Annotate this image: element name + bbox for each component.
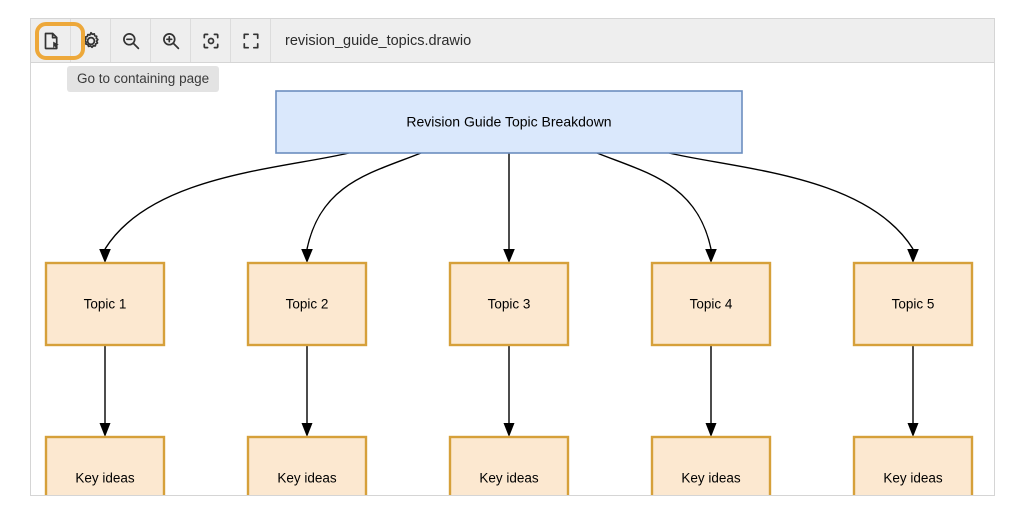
edge-topic-3-to-key-ideas [503,345,515,437]
node-topic-4-label: Topic 4 [690,297,733,312]
diagram-viewer-window: revision_guide_topics.drawio Go to conta… [30,18,995,496]
settings-button[interactable] [71,19,111,62]
node-key-ideas-3-label: Key ideas [479,471,539,486]
node-key-ideas-1-label: Key ideas [75,471,135,486]
node-topic-5-label: Topic 5 [892,297,935,312]
edge-root-to-topic-5 [668,152,919,263]
viewer-toolbar: revision_guide_topics.drawio [31,19,994,63]
zoom-in-button[interactable] [151,19,191,62]
edge-topic-4-to-key-ideas [705,345,717,437]
edge-topic-2-to-key-ideas [301,345,313,437]
node-topic-2[interactable]: Topic 2 [246,261,368,347]
node-topic-1[interactable]: Topic 1 [44,261,166,347]
zoom-out-icon [120,30,142,52]
node-topic-4[interactable]: Topic 4 [650,261,772,347]
node-key-ideas-4[interactable]: Key ideas [650,435,772,495]
diagram: Revision Guide Topic Breakdown Topic 1 T… [44,90,974,495]
fullscreen-button[interactable] [231,19,271,62]
node-root[interactable]: Revision Guide Topic Breakdown [275,90,743,154]
node-key-ideas-3[interactable]: Key ideas [448,435,570,495]
node-key-ideas-5-label: Key ideas [883,471,943,486]
zoom-in-icon [160,30,182,52]
tooltip: Go to containing page [67,66,220,92]
edge-root-to-topic-4 [596,152,717,263]
node-topic-3[interactable]: Topic 3 [448,261,570,347]
edge-root-to-topic-1 [99,152,350,263]
edge-root-to-topic-2 [301,152,422,263]
fullscreen-icon [240,30,262,52]
node-topic-3-label: Topic 3 [488,297,531,312]
node-key-ideas-2-label: Key ideas [277,471,337,486]
gear-icon [80,30,102,52]
node-key-ideas-4-label: Key ideas [681,471,741,486]
node-key-ideas-5[interactable]: Key ideas [852,435,974,495]
fit-page-icon [200,30,222,52]
node-key-ideas-2[interactable]: Key ideas [246,435,368,495]
diagram-canvas[interactable]: Revision Guide Topic Breakdown Topic 1 T… [31,63,994,495]
edge-topic-1-to-key-ideas [99,345,111,437]
page-with-cursor-icon [40,30,62,52]
node-root-label: Revision Guide Topic Breakdown [406,114,611,130]
zoom-out-button[interactable] [111,19,151,62]
node-topic-2-label: Topic 2 [286,297,329,312]
filename-label: revision_guide_topics.drawio [285,32,472,49]
go-to-containing-page-button[interactable] [31,19,71,62]
node-key-ideas-1[interactable]: Key ideas [44,435,166,495]
node-topic-1-label: Topic 1 [84,297,127,312]
edge-root-to-topic-3 [503,153,515,263]
edge-topic-5-to-key-ideas [907,345,919,437]
fit-page-button[interactable] [191,19,231,62]
node-topic-5[interactable]: Topic 5 [852,261,974,347]
